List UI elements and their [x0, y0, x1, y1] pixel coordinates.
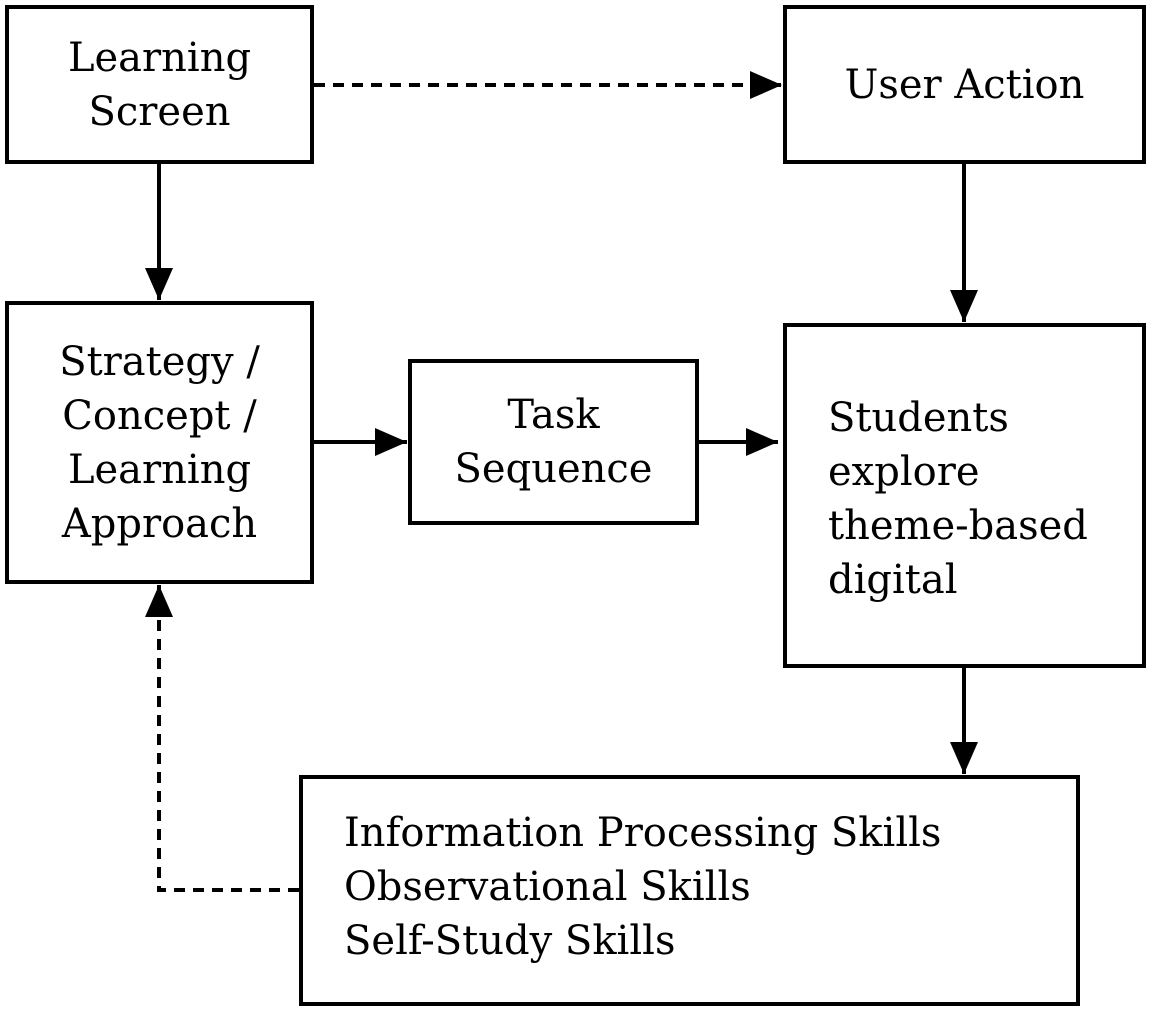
skills-box: Information Processing Skills Observatio… [299, 775, 1080, 1006]
user-action-line-1: User Action [844, 61, 1085, 108]
task-sequence-line-1: Task [507, 392, 600, 438]
learning-screen-line-2: Screen [88, 88, 231, 135]
learning-screen-box: Learning Screen [5, 5, 314, 164]
task-sequence-box: Task Sequence [408, 359, 699, 525]
strategy-line-2: Concept / [62, 392, 257, 439]
students-line-1: Students [828, 395, 1009, 441]
skills-line-3: Self-Study Skills [344, 918, 676, 964]
user-action-box: User Action [783, 5, 1146, 164]
strategy-box: Strategy / Concept / Learning Approach [5, 301, 314, 584]
students-line-4: digital [828, 557, 958, 603]
strategy-line-4: Approach [61, 500, 258, 547]
learning-screen-line-1: Learning [67, 34, 252, 81]
students-box: Students explore theme-based digital [783, 323, 1146, 668]
strategy-line-3: Learning [67, 446, 252, 493]
skills-line-2: Observational Skills [344, 864, 751, 910]
students-line-2: explore [828, 449, 980, 495]
task-sequence-line-2: Sequence [454, 446, 653, 492]
strategy-line-1: Strategy / [59, 338, 260, 385]
dashed-arrow-skills-to-strategy [145, 585, 299, 892]
students-line-3: theme-based [828, 503, 1088, 549]
skills-line-1: Information Processing Skills [344, 810, 942, 856]
